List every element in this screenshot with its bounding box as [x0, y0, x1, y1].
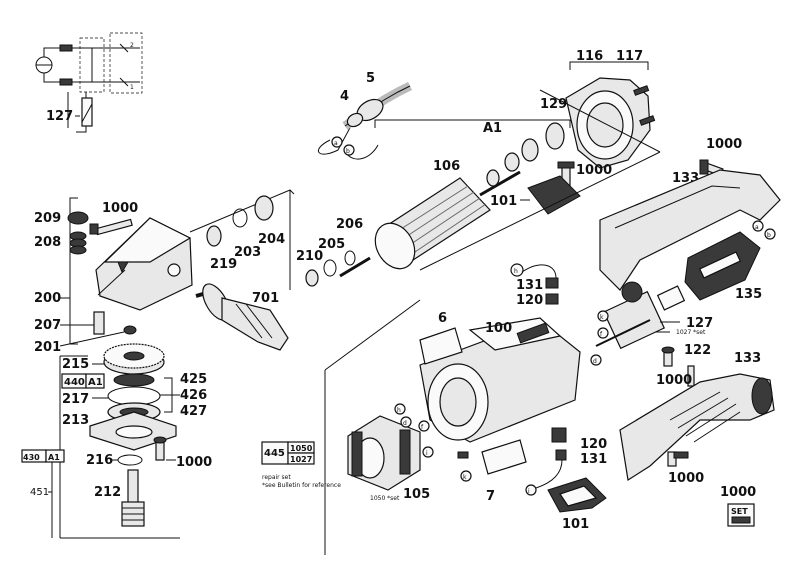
part-label-120b: 120	[580, 437, 607, 452]
electronics-module-127	[595, 281, 686, 350]
part-label-105: 105	[403, 487, 430, 502]
connector-a-cord: a	[334, 140, 338, 147]
part-label-205: 205	[318, 237, 345, 252]
note-1027-set: 1027 *set	[676, 329, 706, 336]
part-label-117: 117	[616, 49, 643, 64]
part-label-122: 122	[684, 343, 711, 358]
connector-i-bottom: i	[528, 488, 530, 495]
connector-h-top: h	[514, 268, 518, 275]
part-label-1000f: 1000	[668, 471, 704, 486]
part-label-116: 116	[576, 49, 603, 64]
part-label-208: 208	[34, 235, 61, 250]
set-box-label: SET	[731, 507, 748, 516]
part-label-135: 135	[735, 287, 762, 302]
part-label-127a: 127	[46, 109, 73, 124]
cover-101a	[527, 175, 581, 215]
part-label-131a: 131	[516, 278, 543, 293]
note-1050-set: 1050 *set	[370, 495, 400, 502]
part-label-213: 213	[62, 413, 89, 428]
part-label-426: 426	[180, 388, 207, 403]
part-label-101a: 101	[490, 194, 517, 209]
connector-i-field: i	[426, 450, 428, 457]
part-label-101b: 101	[562, 517, 589, 532]
connector-h-field: h	[397, 407, 401, 414]
wiring-schematic: 2 1	[35, 32, 143, 133]
part-label-1027: 1027	[290, 455, 312, 464]
note-repair-set: repair set	[262, 474, 291, 481]
part-label-A1: A1	[483, 121, 502, 136]
part-label-440: 440	[64, 377, 85, 388]
connector-f-field: f	[421, 424, 424, 431]
side-handle-701	[195, 283, 289, 351]
part-label-120a: 120	[516, 293, 543, 308]
part-label-430: 430	[23, 453, 40, 462]
label-plate-6	[419, 327, 463, 365]
part-label-106: 106	[433, 159, 460, 174]
part-label-215: 215	[62, 357, 89, 372]
part-label-217: 217	[62, 392, 89, 407]
part-label-1000g: 1000	[720, 485, 756, 500]
part-label-200: 200	[34, 291, 61, 306]
part-label-210: 210	[296, 249, 323, 264]
seal-rings-208	[69, 231, 87, 255]
part-label-430-A1: A1	[48, 453, 60, 462]
part-label-207: 207	[34, 318, 61, 333]
field-coil-105	[347, 415, 421, 491]
part-label-701: 701	[252, 291, 279, 306]
connector-f-top: f	[600, 331, 603, 338]
part-label-1000a: 1000	[576, 163, 612, 178]
part-label-1000c: 1000	[102, 201, 138, 216]
cord-and-strain-relief: a b	[317, 81, 413, 160]
rear-handle-133	[619, 373, 775, 481]
part-label-451: 451	[30, 487, 49, 498]
part-label-1000b: 1000	[706, 137, 742, 152]
connector-a-handle: a	[755, 224, 759, 231]
part-label-6: 6	[438, 311, 447, 326]
part-label-1000d: 1000	[176, 455, 212, 470]
part-label-1050: 1050	[290, 444, 313, 453]
connector-b-cord: b	[346, 148, 350, 155]
part-label-129: 129	[540, 97, 567, 112]
connector-b-handle: b	[767, 232, 771, 239]
handle-housing-133	[599, 169, 781, 291]
label-plate-7	[481, 439, 527, 475]
part-label-427: 427	[180, 404, 207, 419]
part-label-201: 201	[34, 340, 61, 355]
part-label-216: 216	[86, 453, 113, 468]
connector-d-field: d	[403, 420, 407, 427]
part-label-133b: 133	[734, 351, 761, 366]
part-label-219: 219	[210, 257, 237, 272]
part-label-4: 4	[340, 89, 349, 104]
part-label-7: 7	[486, 489, 495, 504]
part-label-203: 203	[234, 245, 261, 260]
bevel-gear-215	[103, 343, 165, 375]
part-label-445: 445	[264, 448, 285, 459]
part-label-425: 425	[180, 372, 207, 387]
circuit-contact-2: 2	[130, 42, 134, 49]
part-label-212: 212	[94, 485, 121, 500]
armature	[339, 122, 565, 278]
part-label-440-A1: A1	[88, 377, 103, 388]
bracket-A1	[374, 119, 571, 128]
part-label-1000e: 1000	[656, 373, 692, 388]
circuit-contact-1: 1	[130, 84, 134, 91]
connector-k-field: k	[463, 474, 467, 481]
part-label-100: 100	[485, 321, 512, 336]
part-label-5: 5	[366, 71, 375, 86]
connector-d-top: d	[593, 358, 597, 365]
note-bulletin: *see Bulletin for reference	[262, 482, 341, 489]
part-label-127b: 127	[686, 316, 713, 331]
connector-k-top: k	[600, 314, 604, 321]
part-label-206: 206	[336, 217, 363, 232]
part-label-204: 204	[258, 232, 285, 247]
part-label-209: 209	[34, 211, 61, 226]
part-label-131b: 131	[580, 452, 607, 467]
spindle-212	[121, 469, 145, 527]
